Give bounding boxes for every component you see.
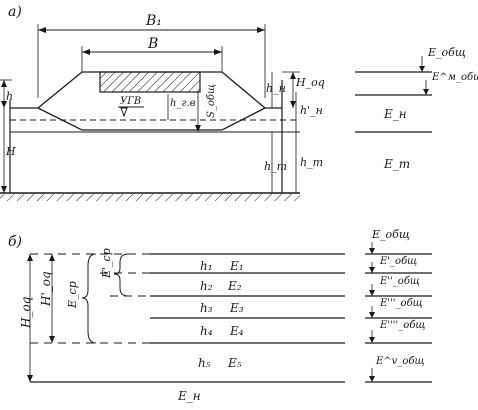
b1-dimension: B₁ [37,13,266,98]
subgrade-label: E_н [177,389,201,403]
E-M-obsh-label: E^м_общ [431,72,478,83]
sobsh-label: S_общ [206,84,217,118]
b-E-obsh-2: E''_общ [379,276,420,287]
right-dimensions: h_н H_оq h'_н h_т h_т [264,71,325,193]
hT-inner-label: h_т [264,160,287,173]
layer-4-E: E₄ [229,324,244,338]
panel-b-marker: б) [8,234,22,250]
E-T-label: E_т [383,157,410,171]
b1-label: B₁ [145,13,162,29]
layer-2-h: h₂ [200,279,213,293]
ugv-marker: УГВ [118,96,144,118]
Ecp-brace: E_ср [66,253,97,344]
b-E-obsh-3: E'''_общ [379,298,423,309]
Hog-dimension: H_оq [19,254,33,382]
hT-outer-label: h_т [300,156,323,169]
hgv-dimension: h_г.в [167,94,196,120]
panel-b-right-column: E_общ E'_общ E''_общ E'''_общ E''''_общ … [365,228,432,383]
Hoq-label: H_оq [295,76,325,89]
left-H-dimension: H [1,108,16,193]
pavement-block [99,71,201,93]
layer-5-E: E₅ [227,356,242,370]
Eprime-cp-label: E'_ср [100,248,113,279]
h-left-label: h [6,90,13,103]
b-E-obsh-0: E_общ [371,228,410,241]
panel-b: б) h₁ E₁ h₂ E₂ h₃ E₃ h₄ E₄ h₅ E₅ E_н [8,228,432,403]
b-E-obsh-4: E''''_общ [379,320,425,331]
layer-3-E: E₃ [229,301,244,315]
hn-label: h_н [266,82,286,95]
sobsh-dimension: S_общ [195,84,217,132]
layer-1-h: h₁ [200,259,213,273]
Hprime-og-label: H'_оq [39,271,53,307]
left-h-dimension: h [0,79,13,108]
ugv-label: УГВ [120,96,141,107]
layer-4-h: h₄ [200,324,213,338]
Ecp-label: E_ср [66,281,79,309]
panel-a-marker: а) [8,4,22,20]
panel-a: а) B₁ B [0,4,478,201]
layer-1-E: E₁ [229,259,244,273]
H-left-label: H [5,145,16,158]
layer-labels: h₁ E₁ h₂ E₂ h₃ E₃ h₄ E₄ h₅ E₅ E_н [177,259,244,403]
layer-lines [30,253,345,383]
layer-3-h: h₃ [200,301,213,315]
Eprime-cp-brace: E'_ср [100,248,129,297]
E-obsh-label: E_общ [427,46,466,59]
b-label: B [147,36,158,52]
b-E-obsh-5: E^v_общ [375,356,424,367]
Hog-label: H_оq [19,296,33,329]
b-E-obsh-1: E'_общ [379,256,417,267]
layer-2-E: E₂ [227,279,242,293]
E-N-label: E_н [383,107,407,121]
b-dimension: B [81,36,223,72]
layer-5-h: h₅ [198,356,211,370]
Hprime-og-dimension: H'_оq [39,254,55,343]
panel-a-right-column: E_общ E^м_общ E_н E_т [355,46,478,171]
ground-hatch-a [0,194,300,201]
hgv-label: h_г.в [170,98,196,109]
hn-prime-label: h'_н [300,104,323,117]
